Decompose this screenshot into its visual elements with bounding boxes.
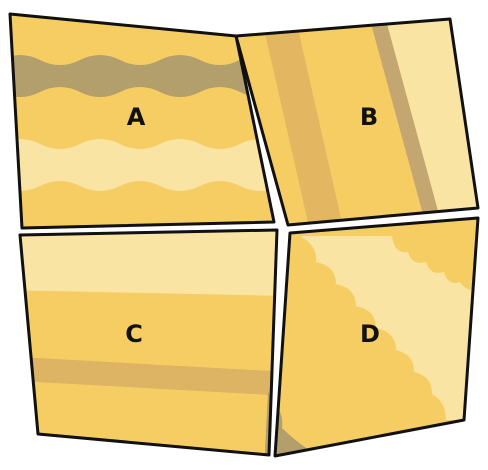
panel-c-label: C: [125, 320, 143, 348]
panel-c: C: [0, 225, 304, 470]
panel-b: B: [236, 19, 480, 240]
panel-d: D: [264, 218, 480, 470]
panel-b-label: B: [360, 103, 378, 131]
panel-d-label: D: [360, 320, 380, 348]
panel-a-label: A: [127, 103, 146, 131]
